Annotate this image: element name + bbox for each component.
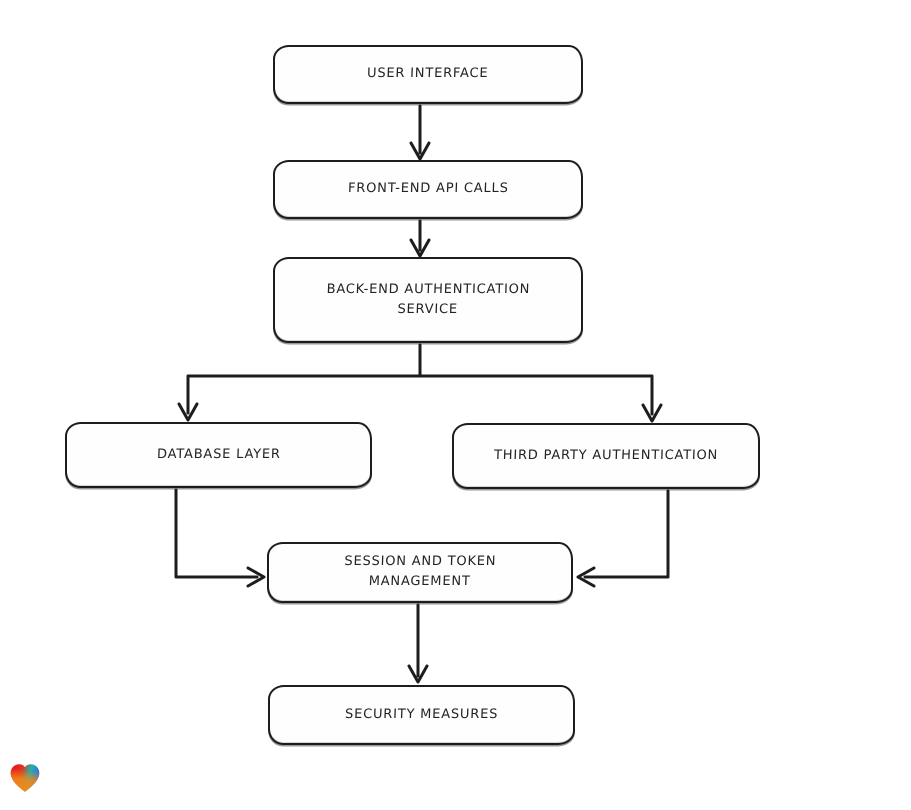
arrow-down-icon xyxy=(641,403,663,423)
node-user-interface[interactable]: USER INTERFACE xyxy=(273,45,583,104)
node-third-party-authentication[interactable]: THIRD PARTY AUTHENTICATION xyxy=(452,423,760,489)
node-label: FRONT-END API CALLS xyxy=(347,181,509,197)
heart-logo-icon[interactable] xyxy=(8,761,42,795)
arrow-left-icon xyxy=(576,566,596,588)
node-label: USER INTERFACE xyxy=(367,66,489,82)
node-label: THIRD PARTY AUTHENTICATION xyxy=(493,447,719,463)
node-security-measures[interactable]: SECURITY MEASURES xyxy=(268,685,575,745)
node-label: SESSION AND TOKEN MANAGEMENT xyxy=(344,554,497,590)
node-session-and-token-management[interactable]: SESSION AND TOKEN MANAGEMENT xyxy=(267,542,573,603)
arrow-down-icon xyxy=(177,402,199,422)
edge-back-end-to-database xyxy=(186,343,422,415)
edge-database-to-session xyxy=(174,488,259,579)
arrow-right-icon xyxy=(246,566,266,588)
node-front-end-api-calls[interactable]: FRONT-END API CALLS xyxy=(273,160,583,219)
node-database-layer[interactable]: DATABASE LAYER xyxy=(65,422,372,488)
node-back-end-authentication-service[interactable]: BACK-END AUTHENTICATION SERVICE xyxy=(273,257,583,343)
arrow-down-icon xyxy=(409,141,431,161)
edge-third-party-to-session xyxy=(583,489,670,579)
edge-back-end-to-third-party xyxy=(418,374,654,416)
arrow-down-icon xyxy=(407,664,429,684)
arrow-down-icon xyxy=(409,238,431,258)
node-label: BACK-END AUTHENTICATION SERVICE xyxy=(326,281,531,317)
node-label: DATABASE LAYER xyxy=(156,446,281,462)
node-label: SECURITY MEASURES xyxy=(344,706,499,722)
heart-shape-overlay xyxy=(10,764,40,792)
